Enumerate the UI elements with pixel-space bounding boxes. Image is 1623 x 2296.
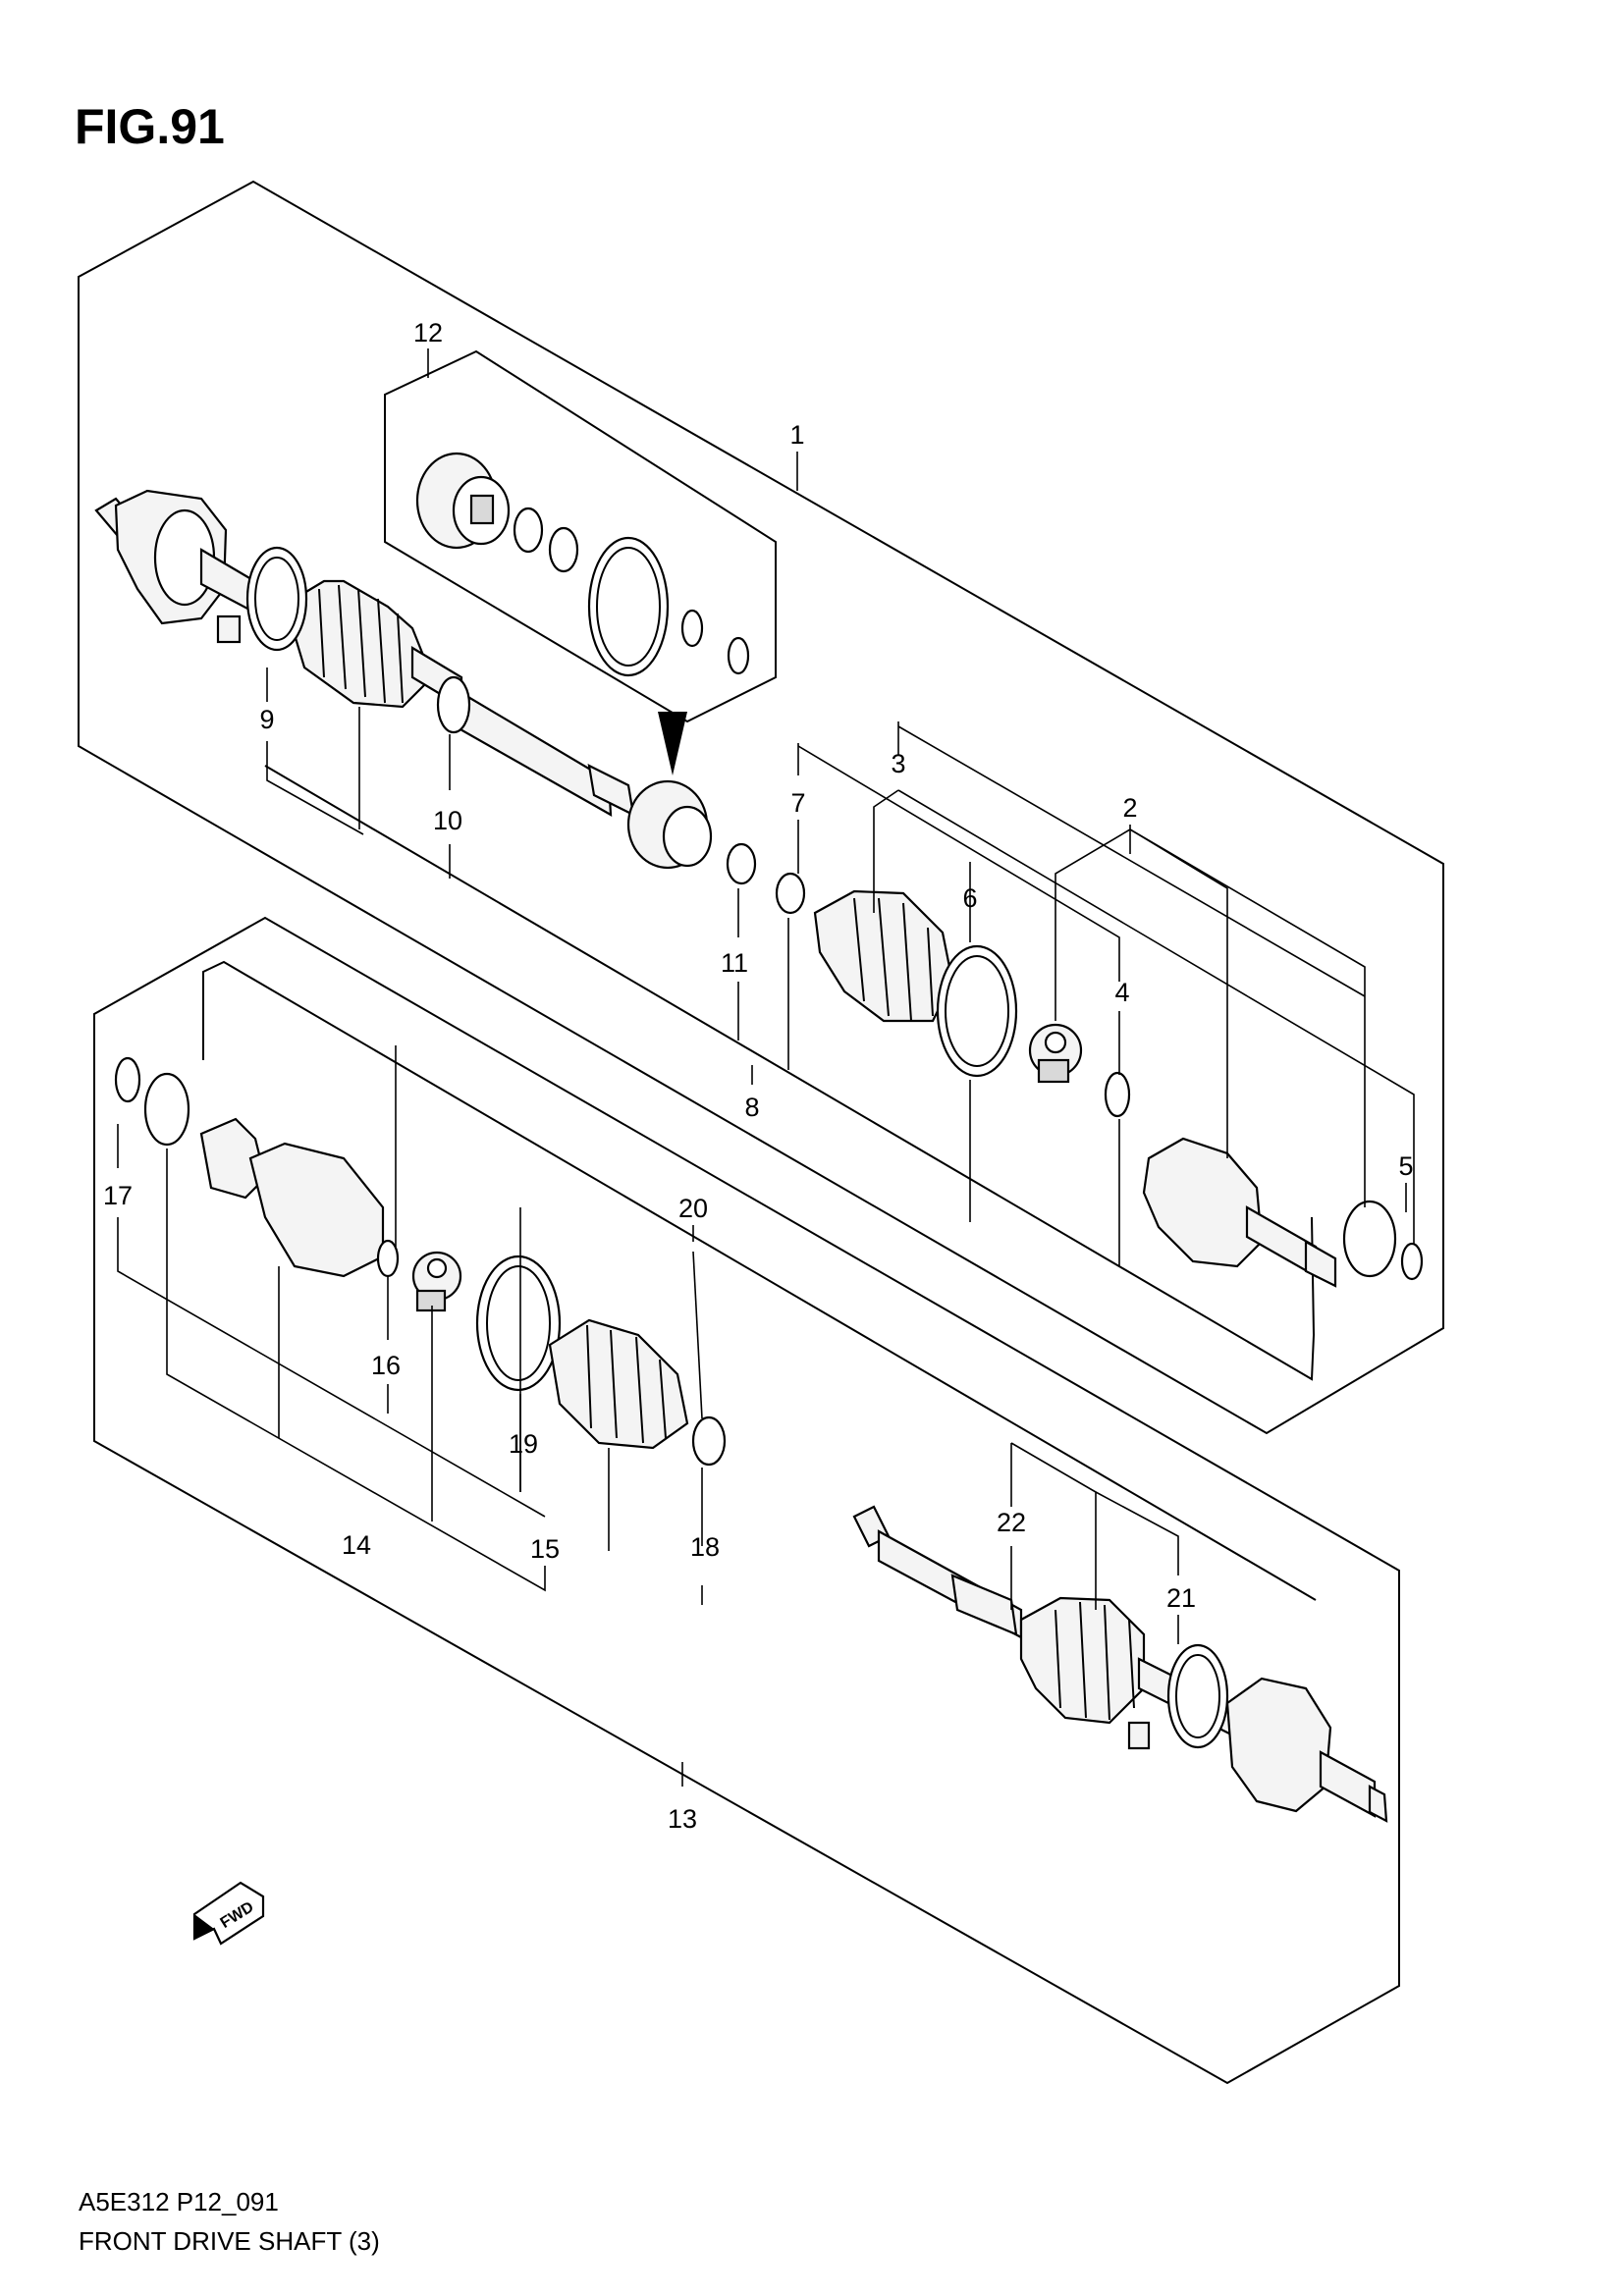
callout-10: 10: [433, 806, 462, 835]
kit-pointer-arrow: [658, 712, 687, 775]
outer-joint-shaft-lower: [852, 1505, 1388, 1823]
callout-4: 4: [1114, 978, 1129, 1007]
callout-11: 11: [721, 948, 748, 978]
band-ring: [936, 944, 1018, 1078]
band-part-19: [475, 1255, 562, 1392]
boot-part-6: [813, 889, 954, 1023]
inner-joint-housing-lower: [199, 1117, 385, 1278]
callout-15: 15: [530, 1534, 560, 1564]
leader-lines: [117, 348, 1415, 1787]
kit-12-frame: [384, 349, 777, 723]
figure-code: A5E312 P12_091: [79, 2187, 279, 2216]
fwd-direction-arrow: FWD: [192, 1881, 265, 1946]
callout-9: 9: [259, 705, 274, 734]
inner-joint-housing: [1142, 1137, 1337, 1288]
clip-part-11: [726, 842, 757, 885]
clip-part-7: [775, 872, 806, 915]
callout-12: 12: [413, 318, 443, 347]
kit-12-parts: [415, 452, 750, 677]
callout-19: 19: [509, 1429, 538, 1459]
ring-part-9: [245, 546, 308, 652]
clamp-part-10: [436, 675, 471, 734]
ring-part-21: [1166, 1643, 1229, 1749]
tripod-joint: [1028, 1023, 1083, 1084]
boot-part-lower: [548, 1318, 689, 1450]
clip-part-16: [376, 1239, 400, 1278]
callout-2: 2: [1122, 793, 1137, 823]
callout-16: 16: [371, 1351, 401, 1380]
clip-part-4: [1104, 1071, 1131, 1118]
callout-13: 13: [668, 1804, 697, 1834]
assembly-13-frame: [93, 916, 1400, 2085]
figure-title: FIG.91: [75, 99, 225, 154]
clip-part-17: [114, 1056, 141, 1103]
callout-3: 3: [891, 749, 905, 778]
callout-18: 18: [690, 1532, 720, 1562]
callout-8: 8: [744, 1093, 759, 1122]
figure-name: FRONT DRIVE SHAFT (3): [79, 2226, 380, 2256]
clip-part-18: [691, 1415, 727, 1467]
callout-5: 5: [1398, 1151, 1413, 1181]
tripod-joint-lower: [411, 1251, 462, 1312]
bushing-part: [626, 779, 713, 870]
ring-part-5: [1342, 1200, 1397, 1278]
callout-14: 14: [342, 1530, 371, 1560]
callout-7: 7: [790, 788, 805, 818]
callout-21: 21: [1166, 1583, 1196, 1613]
callout-20: 20: [678, 1194, 708, 1223]
sub-assembly-20-frame: [202, 960, 1317, 1601]
callout-22: 22: [997, 1508, 1026, 1537]
callout-1: 1: [789, 420, 804, 450]
sub-assembly-8-frame: [264, 765, 1316, 1381]
assembly-1-frame: [78, 180, 1444, 1435]
callout-17: 17: [103, 1181, 133, 1210]
callout-6: 6: [962, 883, 977, 913]
